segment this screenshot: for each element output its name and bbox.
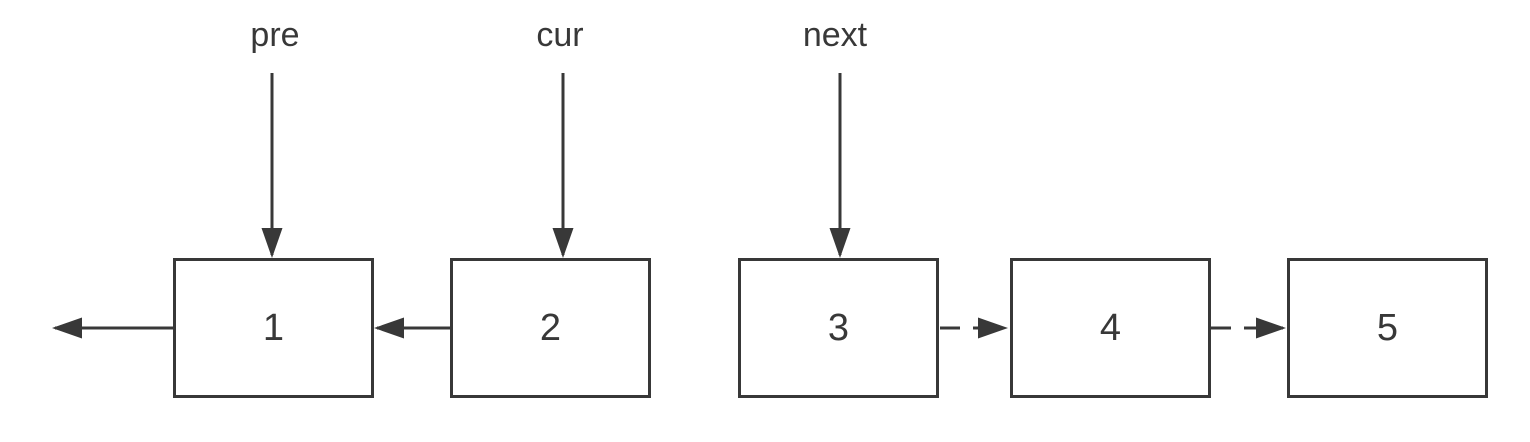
list-node-1: 1 — [173, 258, 374, 398]
next-pointer-label: next — [802, 16, 868, 54]
list-node-2-value: 2 — [539, 306, 562, 349]
list-node-1-value: 1 — [262, 306, 285, 349]
pre-pointer-label: pre — [250, 16, 300, 54]
list-node-4-value: 4 — [1099, 306, 1122, 349]
list-node-5: 5 — [1287, 258, 1488, 398]
cur-pointer-label: cur — [536, 16, 584, 54]
list-node-5-value: 5 — [1376, 306, 1399, 349]
list-node-3: 3 — [738, 258, 939, 398]
list-node-4: 4 — [1010, 258, 1211, 398]
list-node-2: 2 — [450, 258, 651, 398]
list-node-3-value: 3 — [827, 306, 850, 349]
